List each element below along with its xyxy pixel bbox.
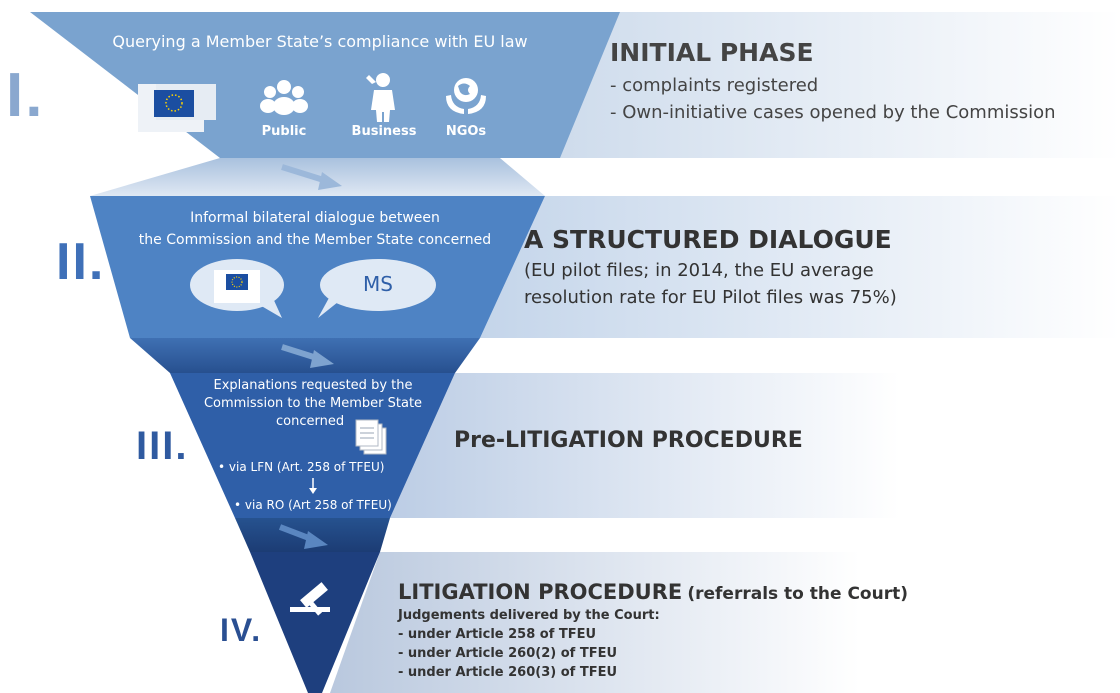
stage-2-funnel-text-line-1: Informal bilateral dialogue between (190, 210, 440, 226)
funnel-stage-3 (170, 373, 455, 518)
stakeholder-label-ngos: NGOs (445, 124, 487, 139)
speech-bubble-ms (318, 259, 436, 318)
stage-4-detail-3: - under Article 260(3) of TFEU (398, 665, 618, 680)
stage-3-step-2: • via RO (Art 258 of TFEU) (234, 498, 392, 512)
stage-2-detail-2: resolution rate for EU Pilot files was 7… (524, 287, 897, 308)
stage-4-numeral: IV. (220, 612, 263, 648)
stage-4-intro: Judgements delivered by the Court: (398, 608, 660, 623)
stage-1-numeral: I. (6, 61, 45, 130)
stage-1-funnel-text: Querying a Member State’s compliance wit… (112, 32, 528, 51)
stage-3-funnel-text-line-2: Commission to the Member State (203, 396, 423, 411)
stage-3-step-1: • via LFN (Art. 258 of TFEU) (218, 460, 385, 474)
stage-4-title-row: LITIGATION PROCEDURE (referrals to the C… (398, 580, 908, 604)
panel-stage-3 (390, 373, 900, 518)
globe-in-hands-icon (446, 78, 486, 114)
stage-2-funnel-text-line-2: the Commission and the Member State conc… (138, 232, 492, 248)
stage-1-detail-1: - complaints registered (610, 75, 819, 96)
stage-3-step-1-text: via LFN (Art. 258 of TFEU) (228, 460, 385, 474)
panel-stage-2 (480, 196, 1120, 338)
panel-stage-4 (330, 552, 860, 693)
stage-4-subtitle: (referrals to the Court) (687, 584, 908, 604)
flow-arrow-2 (281, 344, 334, 368)
stage-3-step-2-text: via RO (Art 258 of TFEU) (244, 498, 392, 512)
stage-2-title: A STRUCTURED DIALOGUE (524, 225, 892, 254)
stakeholder-label-public: Public (261, 124, 307, 139)
group-of-people-icon (260, 80, 308, 115)
documents-icon (355, 419, 387, 455)
stage-2-numeral: II. (56, 233, 106, 291)
stage-1-title: INITIAL PHASE (610, 38, 814, 67)
stage-4-detail-2: - under Article 260(2) of TFEU (398, 646, 618, 661)
ms-bubble-label: MS (363, 272, 393, 296)
stage-3-title: Pre-LITIGATION PROCEDURE (454, 428, 803, 453)
stakeholder-label-business: Business (351, 124, 417, 139)
stage-3-funnel-text-line-3: concerned (276, 414, 345, 429)
stage-3-numeral: III. (136, 424, 189, 468)
stage-4-detail-1: - under Article 258 of TFEU (398, 627, 597, 642)
stage-3-funnel-text-line-1: Explanations requested by the (213, 378, 413, 393)
european-commission-logo (214, 270, 260, 303)
flow-arrow-1 (281, 164, 342, 190)
panel-stage-1 (500, 12, 1120, 158)
stage-2-detail-1: (EU pilot files; in 2014, the EU average (524, 260, 874, 281)
stage-4-title: LITIGATION PROCEDURE (398, 580, 683, 604)
flow-arrow-3 (278, 524, 328, 549)
funnel-stage-4 (250, 552, 380, 693)
businessman-icon (366, 73, 395, 122)
stage-1-detail-2: - Own-initiative cases opened by the Com… (610, 102, 1056, 123)
gavel-icon (290, 582, 330, 616)
european-commission-logo (138, 84, 216, 132)
step-arrow-down (309, 478, 317, 494)
